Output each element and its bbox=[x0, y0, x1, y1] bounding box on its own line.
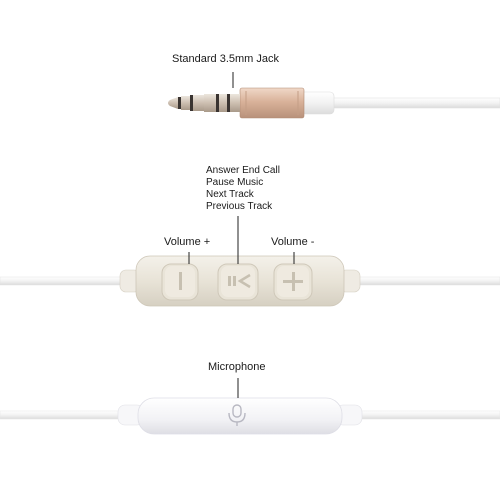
minus-icon bbox=[179, 272, 182, 290]
plus-icon bbox=[283, 272, 303, 291]
remote-cable-right bbox=[351, 276, 500, 286]
remote-control bbox=[0, 216, 500, 307]
next-track-label: Next Track bbox=[206, 189, 254, 200]
volume-up-button[interactable] bbox=[273, 263, 313, 301]
previous-track-label: Previous Track bbox=[206, 201, 273, 212]
jack-cable bbox=[329, 97, 500, 109]
pause-music-label: Pause Music bbox=[206, 177, 264, 188]
remote-cable-left bbox=[0, 276, 129, 286]
microphone-label: Microphone bbox=[208, 361, 266, 373]
mic-cable-right bbox=[357, 410, 500, 420]
microphone-unit bbox=[0, 378, 500, 435]
microphone-icon bbox=[228, 404, 246, 426]
play-pause-button[interactable] bbox=[217, 263, 259, 301]
jack-strain-relief bbox=[299, 91, 335, 115]
volume-down-button[interactable] bbox=[161, 263, 199, 301]
volume-minus-label: Volume - bbox=[271, 236, 315, 248]
answer-end-call-label: Answer End Call bbox=[206, 165, 280, 176]
mic-cable-left bbox=[0, 410, 129, 420]
jack-tip bbox=[168, 97, 178, 109]
jack-barrel bbox=[239, 87, 305, 119]
play-pause-icon bbox=[228, 273, 251, 289]
volume-plus-label: Volume + bbox=[164, 236, 211, 248]
jack-sleeve bbox=[204, 94, 240, 112]
audio-jack bbox=[168, 72, 500, 119]
jack-label: Standard 3.5mm Jack bbox=[172, 53, 279, 65]
